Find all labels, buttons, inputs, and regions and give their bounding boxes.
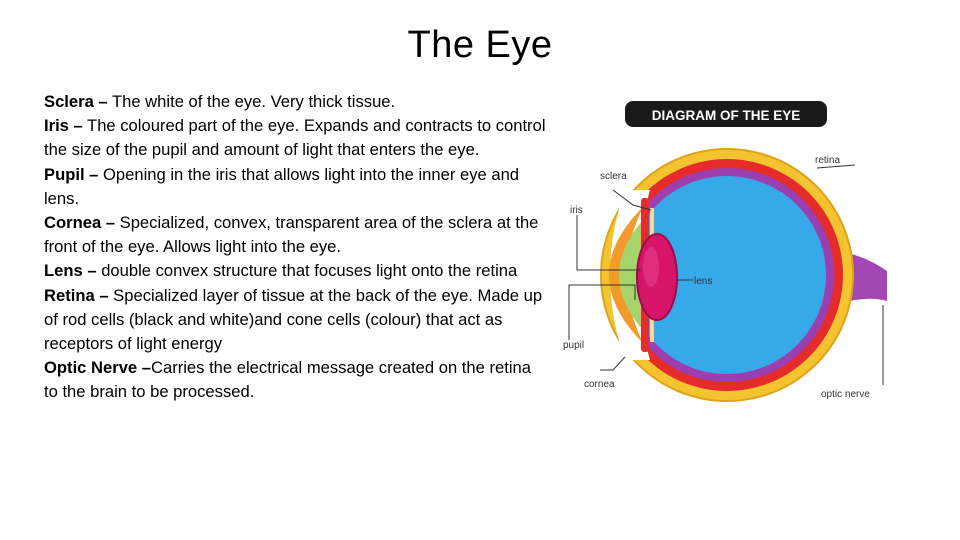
definition-text: Carries the electrical message created o…: [44, 358, 531, 402]
definition-text: Specialized layer of tissue at the back …: [44, 285, 543, 354]
definition-text: Opening in the iris that allows light in…: [44, 164, 520, 208]
optic-nerve-label: optic nerve: [821, 389, 870, 400]
definition-iris: Iris – The coloured part of the eye. Exp…: [44, 114, 549, 162]
term-label: Lens –: [44, 261, 97, 281]
sclera-label: sclera: [600, 171, 627, 182]
term-label: Pupil –: [44, 164, 99, 184]
definition-text: Specialized, convex, transparent area of…: [44, 213, 539, 257]
eye-diagram: DIAGRAM OF THE EYE scle: [555, 95, 900, 445]
slide-title: The Eye: [407, 24, 553, 66]
definition-sclera: Sclera – The white of the eye. Very thic…: [44, 90, 549, 114]
lens-highlight: [643, 247, 659, 287]
cornea-label: cornea: [584, 379, 615, 390]
definitions-list: Sclera – The white of the eye. Very thic…: [44, 90, 549, 405]
definition-pupil: Pupil – Opening in the iris that allows …: [44, 163, 549, 211]
vitreous-shape: [628, 176, 826, 374]
definition-lens: Lens – double convex structure that focu…: [44, 259, 549, 283]
cornea-pointer: [600, 356, 626, 371]
ciliary-lower-shape: [650, 299, 654, 342]
diagram-heading: DIAGRAM OF THE EYE: [652, 108, 801, 123]
term-label: Iris –: [44, 116, 83, 136]
ciliary-upper-shape: [650, 208, 654, 251]
term-label: Retina –: [44, 285, 109, 305]
definition-retina: Retina – Specialized layer of tissue at …: [44, 284, 549, 357]
iris-pointer: [576, 215, 641, 271]
definition-optic-nerve: Optic Nerve –Carries the electrical mess…: [44, 356, 549, 404]
term-label: Cornea –: [44, 213, 116, 233]
definition-text: double convex structure that focuses lig…: [96, 261, 518, 281]
pupil-label: pupil: [563, 340, 584, 351]
term-label: Optic Nerve –: [44, 358, 151, 378]
pupil-pointer: [568, 284, 636, 340]
lens-label: lens: [694, 276, 712, 287]
definition-text: The coloured part of the eye. Expands an…: [44, 116, 546, 160]
retina-label: retina: [815, 155, 840, 166]
eye-diagram-svg: DIAGRAM OF THE EYE scle: [563, 101, 887, 402]
definition-text: The white of the eye. Very thick tissue.: [107, 92, 396, 111]
retina-pointer: [816, 164, 856, 169]
sclera-pointer: [612, 189, 652, 211]
diagram-heading-badge: [625, 101, 827, 127]
definition-cornea: Cornea – Specialized, convex, transparen…: [44, 211, 549, 259]
iris-label: iris: [570, 205, 583, 216]
term-label: Sclera –: [44, 92, 108, 111]
